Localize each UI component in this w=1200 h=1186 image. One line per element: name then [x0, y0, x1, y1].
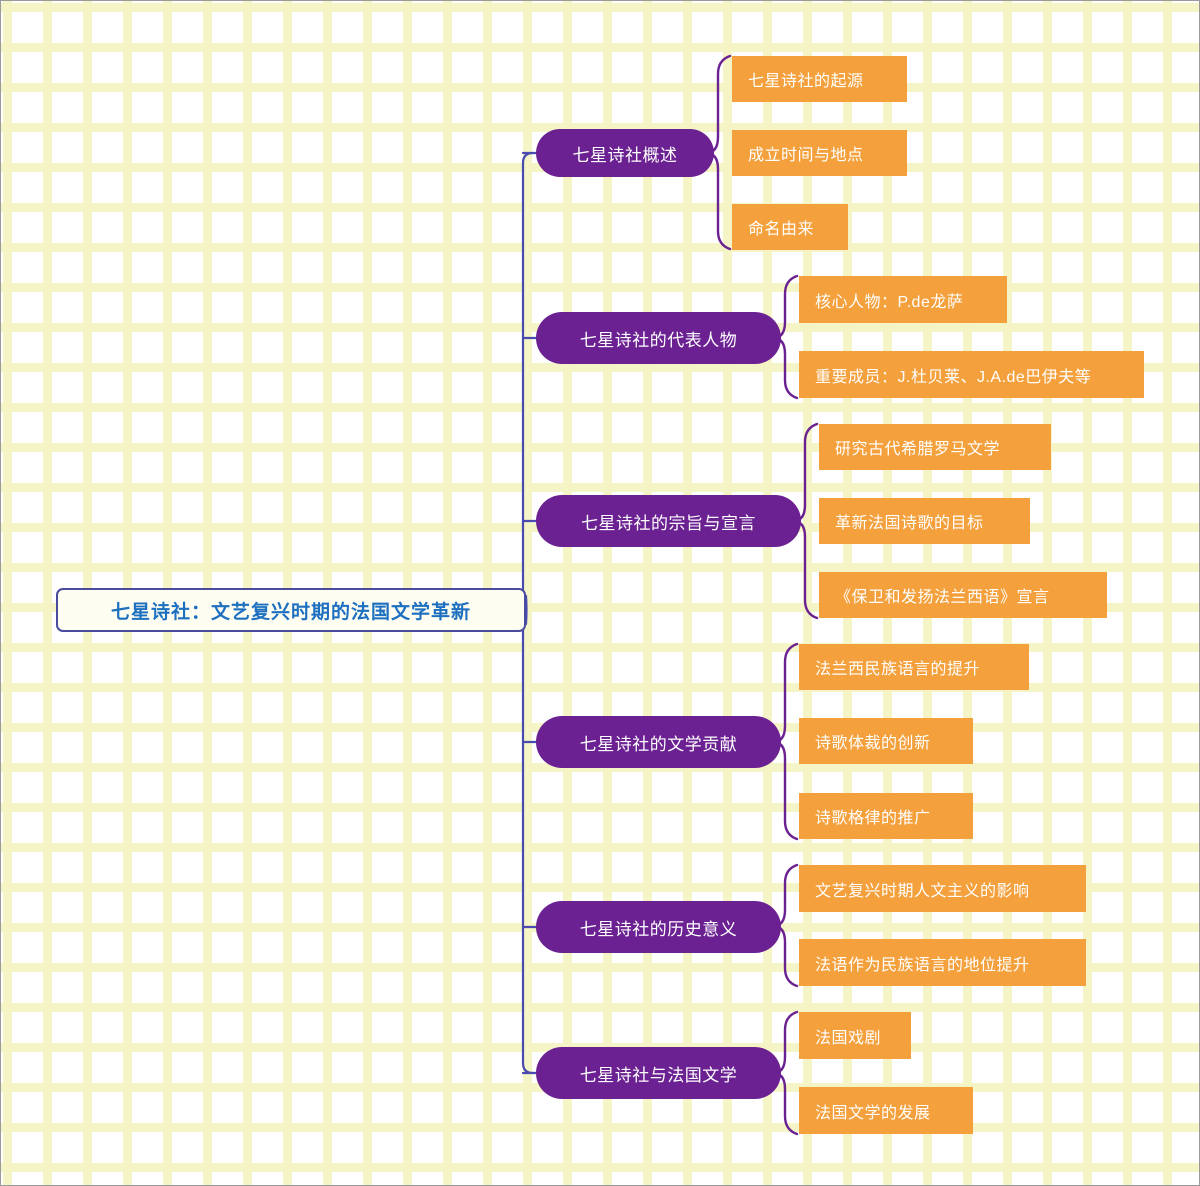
branch-node-1[interactable]: 七星诗社概述	[536, 129, 714, 177]
root-node[interactable]: 七星诗社：文艺复兴时期的法国文学革新	[56, 588, 526, 632]
branch-node-5[interactable]: 七星诗社的历史意义	[536, 901, 781, 953]
branch-node-4[interactable]: 七星诗社的文学贡献	[536, 716, 781, 768]
connector-line	[524, 594, 528, 626]
leaf-node-2-2[interactable]: 重要成员：J.杜贝莱、J.A.de巴伊夫等	[799, 351, 1144, 398]
leaf-node-4-2[interactable]: 诗歌体裁的创新	[799, 718, 973, 764]
leaf-node-3-2[interactable]: 革新法国诗歌的目标	[819, 498, 1030, 544]
leaf-node-1-1[interactable]: 七星诗社的起源	[732, 56, 907, 102]
leaf-node-4-3[interactable]: 诗歌格律的推广	[799, 793, 973, 839]
branch-node-3[interactable]: 七星诗社的宗旨与宣言	[536, 495, 801, 547]
leaf-node-5-2[interactable]: 法语作为民族语言的地位提升	[799, 939, 1086, 986]
leaf-node-3-3[interactable]: 《保卫和发扬法兰西语》宣言	[819, 572, 1107, 618]
leaf-node-1-3[interactable]: 命名由来	[732, 204, 848, 250]
leaf-node-1-2[interactable]: 成立时间与地点	[732, 130, 907, 176]
leaf-node-6-2[interactable]: 法国文学的发展	[799, 1087, 973, 1134]
leaf-node-3-1[interactable]: 研究古代希腊罗马文学	[819, 424, 1051, 470]
leaf-node-6-1[interactable]: 法国戏剧	[799, 1012, 911, 1059]
leaf-node-2-1[interactable]: 核心人物：P.de龙萨	[799, 276, 1007, 323]
leaf-node-4-1[interactable]: 法兰西民族语言的提升	[799, 644, 1029, 690]
branch-node-6[interactable]: 七星诗社与法国文学	[536, 1047, 781, 1099]
branch-node-2[interactable]: 七星诗社的代表人物	[536, 312, 781, 364]
leaf-node-5-1[interactable]: 文艺复兴时期人文主义的影响	[799, 865, 1086, 912]
